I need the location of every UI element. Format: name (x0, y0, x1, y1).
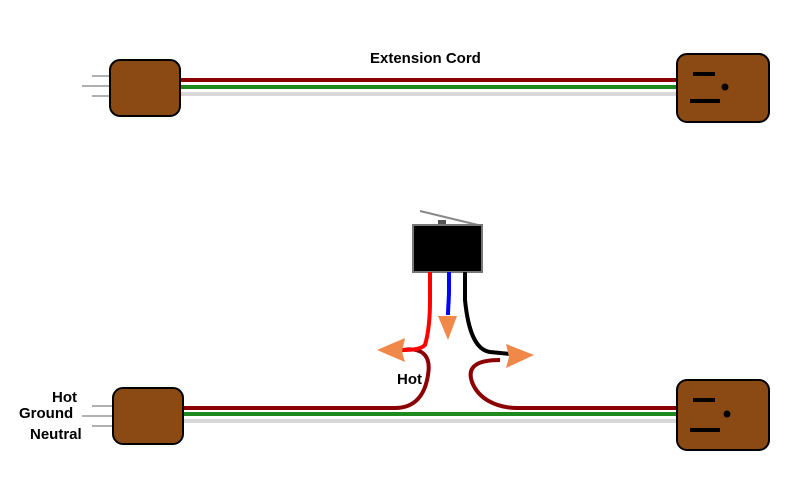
switch-black-wire (463, 272, 511, 356)
top-outlet-icon (676, 53, 770, 123)
hot-wire-label: Hot (52, 389, 77, 406)
arrow-down-icon (438, 316, 457, 340)
top-plug-icon (109, 59, 181, 117)
switch-body (412, 224, 483, 273)
micro-switch-icon (397, 210, 511, 356)
neutral-wire-label: Neutral (30, 426, 82, 443)
connection-arrows (377, 316, 534, 368)
bottom-outlet-icon (676, 379, 770, 451)
bottom-hot-wire-right (468, 358, 680, 410)
arrow-left-icon (377, 338, 405, 362)
ground-wire-label: Ground (19, 405, 74, 422)
arrow-right-icon (506, 344, 534, 368)
hot-loop-label: Hot (397, 371, 422, 388)
bottom-plug-icon (112, 387, 184, 445)
top-cord-wires (178, 78, 680, 96)
switch-blue-wire (446, 272, 451, 316)
bottom-plug-prongs (82, 405, 115, 427)
bottom-hot-wire-left (180, 347, 431, 410)
switch-lever (419, 210, 479, 226)
diagram-title: Extension Cord (370, 50, 481, 67)
bottom-extension-cord (82, 347, 770, 451)
top-plug-prongs (82, 75, 112, 97)
switch-red-wire (397, 272, 432, 352)
top-extension-cord (82, 53, 770, 123)
